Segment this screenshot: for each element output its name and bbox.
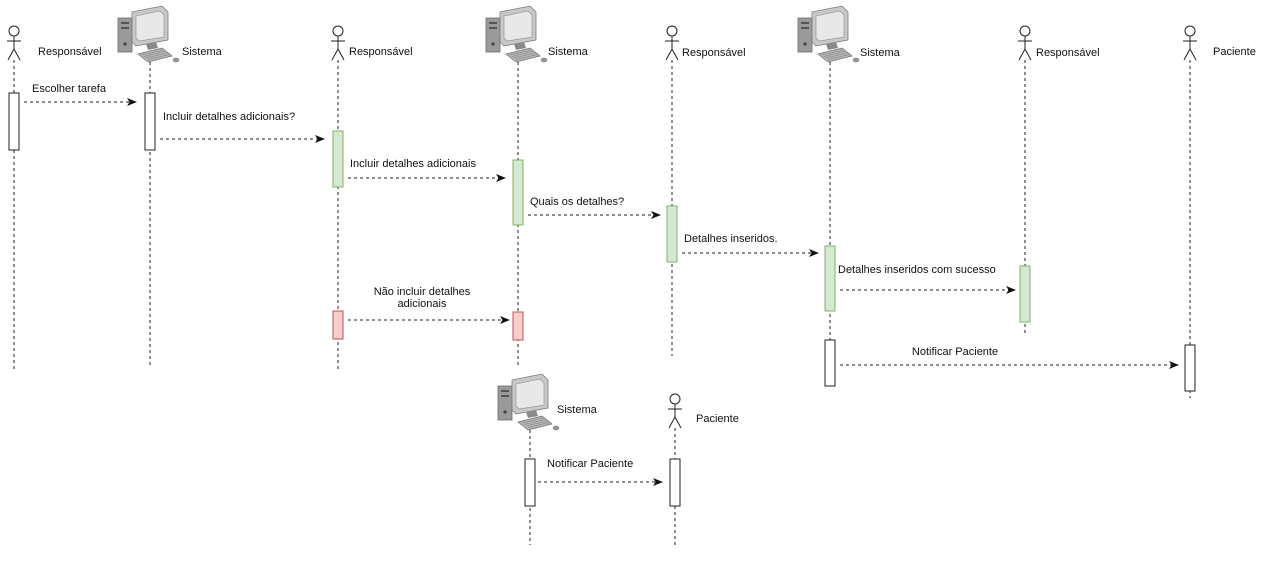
participant-pac1: Paciente — [1183, 25, 1256, 61]
participant-sis2: Sistema — [485, 5, 589, 63]
participant-label: Responsável — [349, 46, 413, 58]
message-arrow: Incluir detalhes adicionais? — [160, 111, 325, 143]
activation-box — [524, 458, 536, 507]
participant-resp3: Responsável — [665, 25, 746, 61]
activation-box — [666, 205, 678, 263]
participant-sis4: Sistema — [497, 373, 598, 431]
message-arrow: Escolher tarefa — [24, 83, 137, 106]
activation-box — [669, 458, 681, 507]
message-label: Detalhes inseridos com sucesso — [838, 264, 996, 276]
message-arrow: Quais os detalhes? — [528, 196, 661, 219]
computer-icon — [497, 373, 560, 431]
message-arrow: Notificar Paciente — [840, 346, 1179, 369]
activation-box — [1019, 265, 1031, 323]
message-label: adicionais — [398, 298, 447, 310]
participant-label: Paciente — [696, 413, 739, 425]
stick-figure-icon — [7, 25, 21, 61]
participant-resp1: Responsável — [7, 25, 102, 61]
participant-label: Sistema — [557, 404, 598, 416]
stick-figure-icon — [331, 25, 345, 61]
participant-sis3: Sistema — [797, 5, 901, 63]
stick-figure-icon — [665, 25, 679, 61]
stick-figure-icon — [1183, 25, 1197, 61]
activation-box — [824, 339, 836, 387]
participant-label: Responsável — [682, 47, 746, 59]
message-label: Notificar Paciente — [547, 458, 633, 470]
message-label: Notificar Paciente — [912, 346, 998, 358]
activation-box — [144, 92, 156, 151]
message-label: Detalhes inseridos. — [684, 233, 778, 245]
participant-label: Responsável — [1036, 47, 1100, 59]
activation-box — [824, 245, 836, 312]
participant-label: Responsável — [38, 46, 102, 58]
activation-box — [8, 92, 20, 151]
stick-figure-icon — [1018, 25, 1032, 61]
computer-icon — [117, 5, 180, 63]
activation-box — [512, 311, 524, 341]
activation-box — [332, 130, 344, 188]
participant-label: Sistema — [548, 46, 589, 58]
computer-icon — [485, 5, 548, 63]
participant-sis1: Sistema — [117, 5, 223, 63]
message-arrow: Notificar Paciente — [538, 458, 663, 486]
message-label: Escolher tarefa — [32, 83, 107, 95]
activation-box — [332, 310, 344, 340]
stick-figure-icon — [668, 393, 682, 429]
message-arrow: Incluir detalhes adicionais — [348, 158, 506, 182]
computer-icon — [797, 5, 860, 63]
activation-box — [512, 159, 524, 226]
activation-box — [1184, 344, 1196, 392]
message-arrow: Detalhes inseridos com sucesso — [838, 264, 1016, 294]
participant-label: Sistema — [860, 47, 901, 59]
message-arrow: Detalhes inseridos. — [682, 233, 819, 257]
message-label: Incluir detalhes adicionais — [350, 158, 476, 170]
participant-label: Paciente — [1213, 46, 1256, 58]
message-label: Não incluir detalhes — [374, 286, 471, 298]
participant-resp2: Responsável — [331, 25, 413, 61]
participant-resp4: Responsável — [1018, 25, 1100, 61]
participant-label: Sistema — [182, 46, 223, 58]
message-label: Incluir detalhes adicionais? — [163, 111, 295, 123]
participant-pac2: Paciente — [668, 393, 739, 429]
message-label: Quais os detalhes? — [530, 196, 624, 208]
